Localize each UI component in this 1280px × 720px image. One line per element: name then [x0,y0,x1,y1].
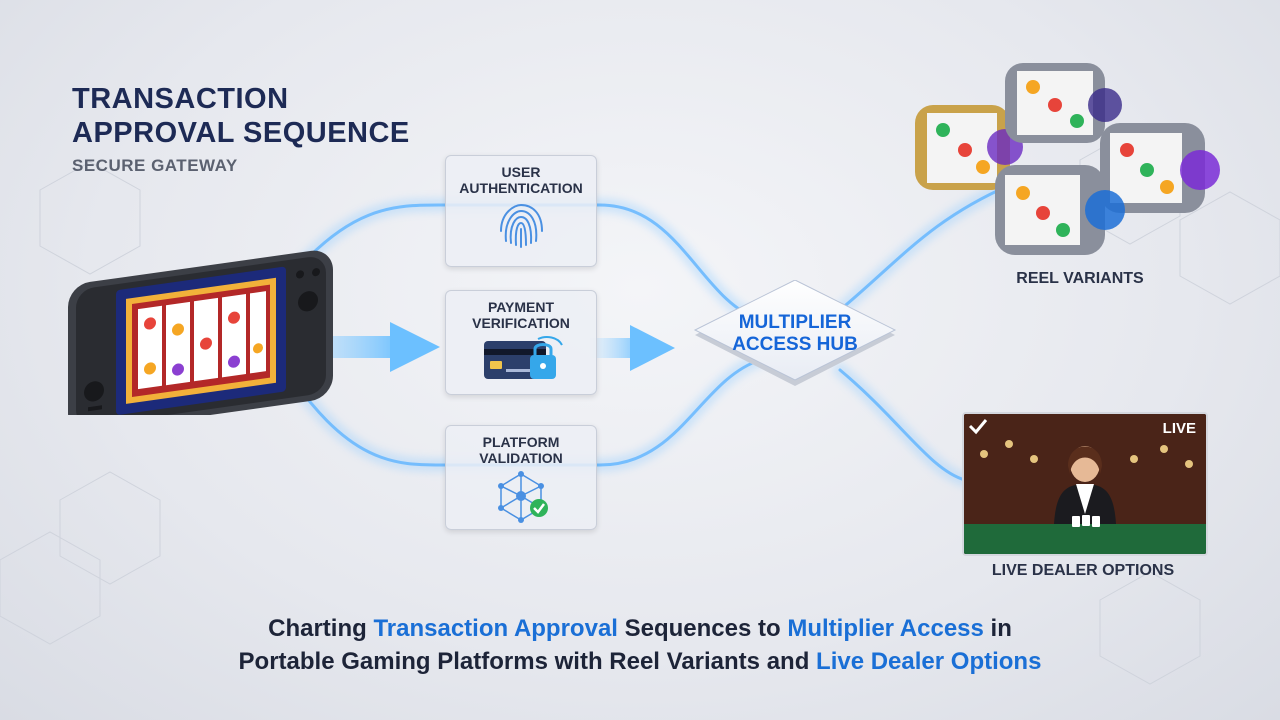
page-subtitle: SECURE GATEWAY [72,156,238,175]
step-label-line-2: VERIFICATION [472,315,570,331]
step-label-line-2: AUTHENTICATION [459,180,583,196]
caption-line-2: Portable Gaming Platforms with Reel Vari… [0,645,1280,678]
step-label-line-1: PLATFORM [482,434,560,450]
caption-text: Sequences to [617,615,788,642]
multiplier-access-hub: MULTIPLIER ACCESS HUB [690,279,900,395]
slot-reels-image [915,63,1220,255]
reel-blue [995,165,1125,255]
title-line-2: APPROVAL SEQUENCE [72,117,410,149]
hub-label-line-1: MULTIPLIER [738,312,852,333]
caption: Charting Transaction Approval Sequences … [0,612,1280,678]
caption-line-1: Charting Transaction Approval Sequences … [0,612,1280,645]
handheld-console-image [68,250,333,415]
page-title: TRANSACTION APPROVAL SEQUENCE [72,82,410,150]
step-label-line-1: PAYMENT [487,299,555,315]
live-dealer-label: LIVE DEALER OPTIONS [991,562,1175,579]
reel-gold [915,105,1023,190]
caption-text: in [983,615,1012,642]
step-label-line-2: VALIDATION [479,450,563,466]
live-dealer-preview: LIVE [962,412,1208,556]
caption-highlight: Transaction Approval [373,615,618,642]
caption-highlight: Multiplier Access [787,615,984,642]
caption-text: Charting [268,615,374,642]
hub-label-line-2: ACCESS HUB [732,334,858,355]
caption-text: Portable Gaming Platforms with Reel Vari… [238,648,817,675]
title-line-1: TRANSACTION [72,83,289,115]
reel-purple [1005,63,1122,143]
fingerprint-icon [500,203,543,248]
credit-card-lock-icon [484,336,563,379]
step-payment-verification: PAYMENT VERIFICATION [445,290,597,395]
step-platform-validation: PLATFORM VALIDATION [445,425,597,530]
step-user-authentication: USER AUTHENTICATION [445,155,597,267]
arrow-to-hub [590,325,675,371]
reel-variants-label: REEL VARIANTS [1016,270,1144,287]
network-check-icon [498,471,548,523]
caption-highlight: Live Dealer Options [816,648,1042,675]
reel-violet [1100,123,1220,213]
live-badge: LIVE [1162,420,1196,437]
live-dealer-image [964,414,1206,554]
step-label-line-1: USER [501,164,541,180]
hub-diamond [693,279,897,386]
